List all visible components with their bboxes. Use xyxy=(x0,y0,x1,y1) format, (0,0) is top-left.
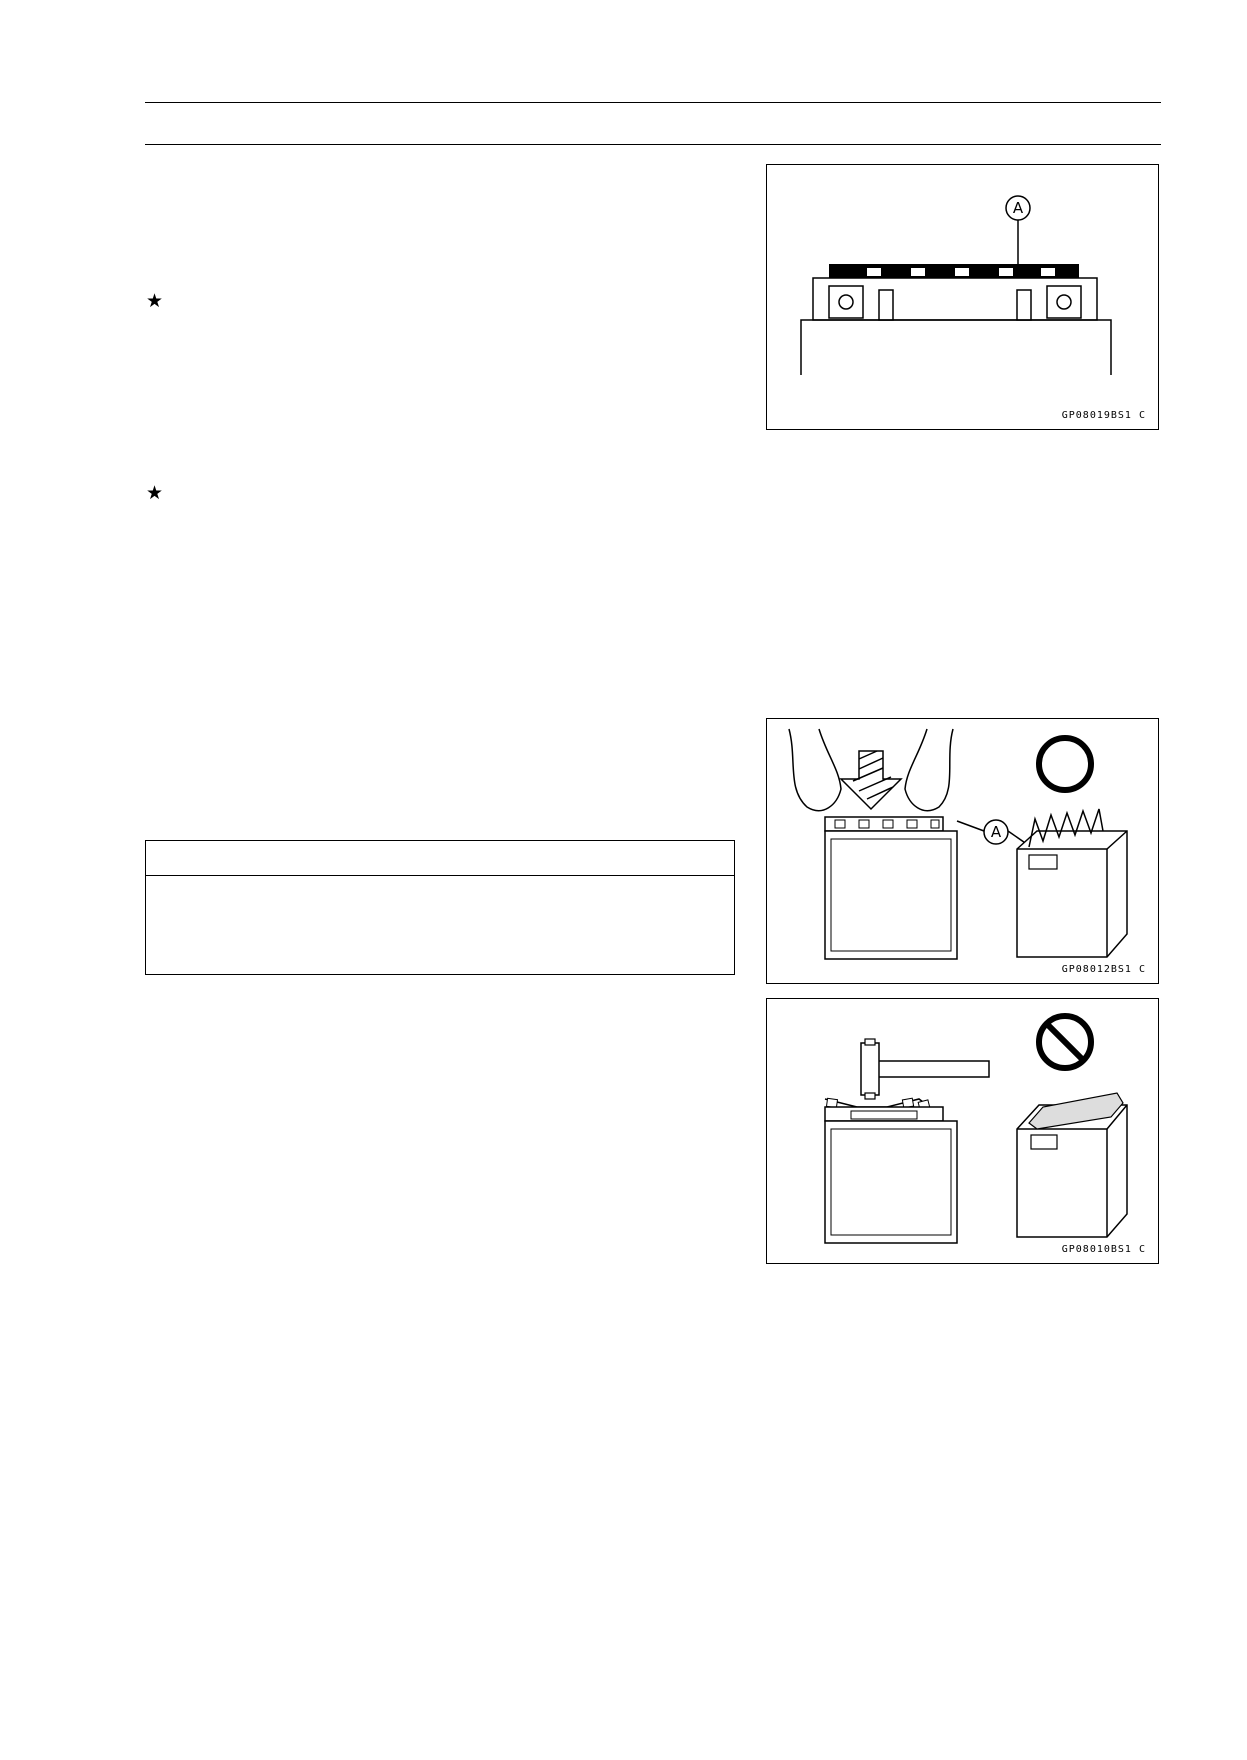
correct-circle-icon xyxy=(1036,735,1094,793)
prohibited-circle-icon xyxy=(1036,1013,1094,1071)
press-seal-diagram: A xyxy=(788,728,1128,960)
star-bullet-icon: ★ xyxy=(146,482,164,504)
header-rule-bottom xyxy=(145,144,1161,145)
callout-label: A xyxy=(991,823,1002,841)
figure-seal-strip: A GP08019BS1 C xyxy=(766,164,1159,430)
figure-hammer-prohibited: GP08010BS1 C xyxy=(766,998,1159,1264)
figure-press-seal: A GP08012BS1 C xyxy=(766,718,1159,984)
header-rule-top xyxy=(145,102,1161,103)
star-bullet-icon: ★ xyxy=(146,290,164,312)
callout-label: A xyxy=(1013,199,1024,217)
figure-code: GP08012BS1 C xyxy=(1061,964,1146,975)
figure-code: GP08019BS1 C xyxy=(1061,410,1146,421)
notice-box-divider xyxy=(146,875,734,876)
notice-box xyxy=(145,840,735,975)
seal-strip-diagram: A xyxy=(800,195,1112,375)
hammer-seal-diagram xyxy=(824,1013,1128,1244)
figure-code: GP08010BS1 C xyxy=(1061,1244,1146,1255)
